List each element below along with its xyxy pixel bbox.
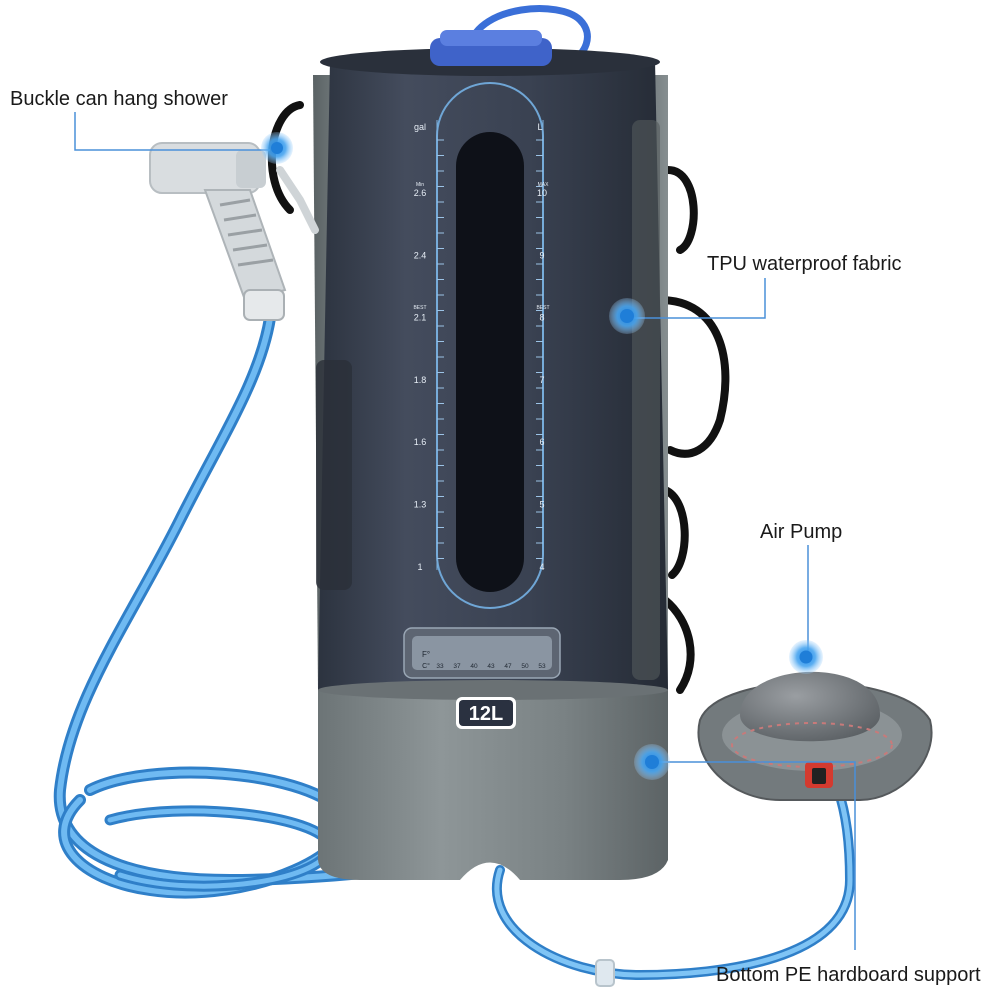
- gauge-left-tick-label: 1: [417, 562, 422, 572]
- gauge-left-tick-label: 2.4: [414, 250, 427, 260]
- callout-label-air-pump: Air Pump: [760, 521, 843, 543]
- callout-label-bottom-support: Bottom PE hardboard support: [716, 964, 981, 986]
- thermometer-value: 50: [521, 663, 529, 670]
- thermometer-value: 47: [504, 663, 512, 670]
- thermometer-value: 43: [487, 663, 495, 670]
- shower-head: [149, 142, 319, 321]
- thermometer-unit-f: F°: [422, 650, 430, 659]
- thermometer-value: 37: [453, 663, 461, 670]
- callout-label-buckle: Buckle can hang shower: [10, 88, 228, 110]
- cap: [430, 30, 552, 66]
- gauge-left-tick-label: 1.8: [414, 375, 427, 385]
- top-strap: [466, 5, 591, 66]
- gauge-left-tick-label: 1.3: [414, 500, 427, 510]
- gauge-right-tick-label: 7: [539, 375, 544, 385]
- callout-label-tpu: TPU waterproof fabric: [707, 253, 902, 275]
- gauge-right-tick-label: 4: [539, 562, 544, 572]
- level-window: gal L Min MAX BEST BEST 2.6 2.4 2.1 1.8 1.6 1…: [413, 82, 550, 609]
- capacity-badge-text: 12L: [469, 703, 503, 725]
- gauge-max-label: MAX: [538, 182, 550, 188]
- thermometer-value: 33: [436, 663, 444, 670]
- gauge-right-header: L: [537, 122, 542, 132]
- callout-lines: [74, 112, 856, 950]
- gauge-left-tick-label: 2.6: [414, 188, 427, 198]
- gauge-best-label-left: BEST: [413, 305, 426, 311]
- thermometer-value: 53: [538, 663, 546, 670]
- gauge-right-tick-label: 9: [539, 250, 544, 260]
- gauge-right-tick-label: 10: [537, 188, 547, 198]
- gauge-best-label-right: BEST: [536, 305, 549, 311]
- gauge-min-label: Min: [416, 182, 424, 188]
- gauge-left-tick-label: 2.1: [414, 313, 427, 323]
- gauge-left-header: gal: [414, 122, 426, 132]
- thermometer-unit-c: C°: [422, 662, 430, 670]
- thermometer-strip: F° C° 33 37 40 43 47 50 53: [403, 627, 561, 679]
- gauge-left-tick-label: 1.6: [414, 437, 427, 447]
- thermometer-value: 40: [470, 663, 478, 670]
- gauge-right-tick-label: 6: [539, 437, 544, 447]
- air-pump: [697, 671, 933, 801]
- callout-dots: [261, 132, 823, 780]
- gauge-right-tick-label: 8: [539, 313, 544, 323]
- gauge-right-tick-label: 5: [539, 500, 544, 510]
- capacity-badge: 12L: [456, 697, 516, 729]
